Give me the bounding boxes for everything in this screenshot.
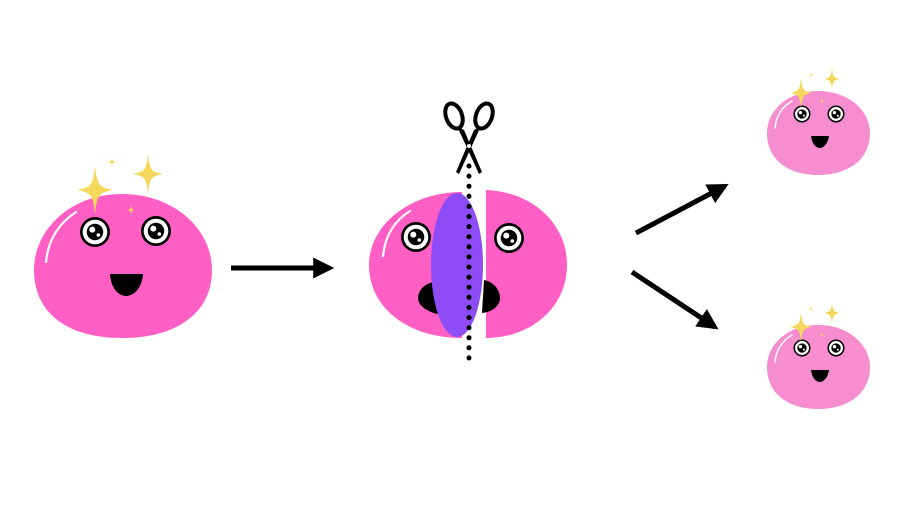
sparkle-icon [108, 157, 116, 167]
splitting-blob-right-eye [494, 223, 524, 253]
sparkle-icon [824, 302, 840, 324]
offspring-top-body [767, 91, 870, 175]
arrow-up-right [634, 183, 729, 236]
offspring-top-left-eye [793, 105, 811, 123]
offspring-blob-bottom [767, 302, 870, 409]
original-blob [34, 154, 212, 338]
splitting-blob-left-eye [401, 222, 431, 252]
split-core [431, 193, 483, 337]
offspring-bottom-body [767, 325, 870, 409]
original-blob-left-eye [80, 217, 110, 247]
original-blob-body [34, 194, 212, 338]
sparkle-icon [808, 306, 814, 312]
offspring-bottom-right-eye [827, 339, 845, 357]
sparkle-icon [808, 72, 814, 78]
splitting-blob [369, 163, 567, 365]
offspring-bottom-left-eye [793, 339, 811, 357]
arrow-down-right [630, 269, 719, 330]
splitting-blob-shine [381, 209, 412, 258]
splitting-blob-right-half [486, 190, 567, 338]
offspring-top-right-eye [827, 105, 845, 123]
original-blob-shine [44, 210, 78, 264]
scissors-icon [443, 101, 495, 174]
split-mouth-right [482, 280, 500, 313]
original-blob-mouth [110, 274, 143, 296]
sparkle-icon [824, 68, 840, 90]
original-blob-right-eye [141, 216, 171, 246]
sparkle-icon [133, 154, 163, 194]
offspring-blob-top [767, 68, 870, 175]
